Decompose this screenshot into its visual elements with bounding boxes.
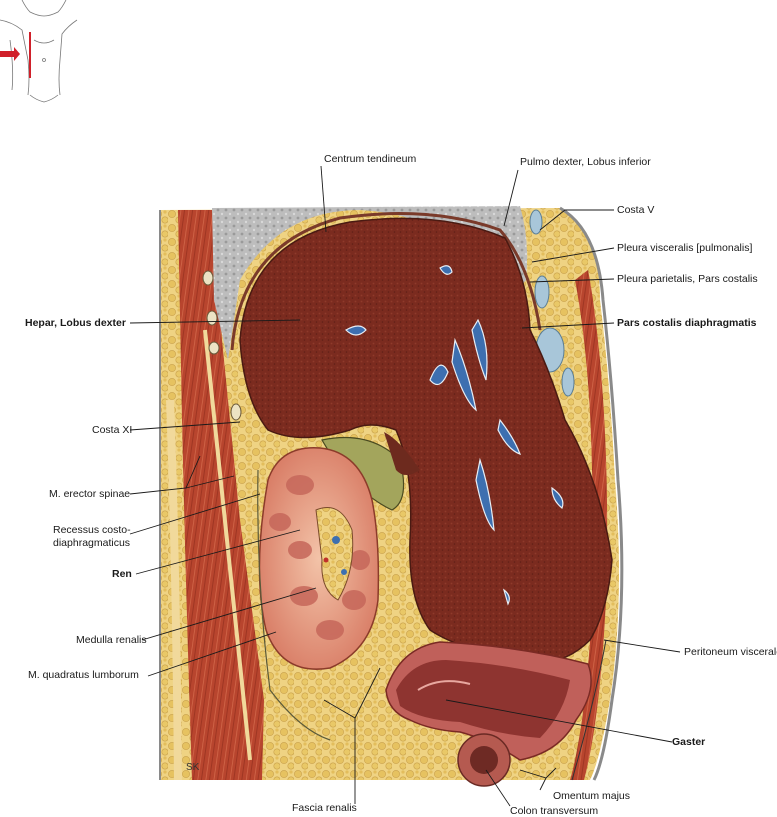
label-pleura-parietalis: Pleura parietalis, Pars costalis [617,273,758,285]
anterior-muscle [570,270,608,780]
label-ren: Ren [112,568,132,580]
label-costa-v: Costa V [617,204,655,216]
peritoneum-line [571,639,607,781]
label-gaster: Gaster [672,736,706,748]
label-fascia-renalis: Fascia renalis [292,802,357,814]
artist-signature: SK [186,762,200,773]
renal-vessels [323,536,347,575]
renal-sinus [315,507,354,601]
label-erector-spinae: M. erector spinae [49,488,131,500]
label-costa-xi: Costa XI [92,424,133,436]
orientation-body-icon [0,0,78,103]
lung-lower-lobe [212,206,528,360]
label-pleura-visceralis: Pleura visceralis [pulmonalis] [617,242,753,254]
label-recessus-line2: diaphragmaticus [53,537,131,549]
renal-medulla-pyramids [269,475,370,640]
view-arrow-icon [0,47,20,61]
label-quadratus-lumborum: M. quadratus lumborum [28,669,139,681]
renal-fascia [257,469,331,741]
leader-lines [129,165,681,807]
hepatic-vessels [345,265,564,606]
label-colon-transversum: Colon transversum [510,805,599,817]
kidney [258,447,380,670]
label-omentum-majus: Omentum majus [553,790,631,802]
label-peritoneum-viscerale: Peritoneum viscerale [684,646,777,658]
label-pars-costalis: Pars costalis diaphragmatis [617,317,757,329]
label-hepar: Hepar, Lobus dexter [25,317,126,329]
label-centrum-tendineum: Centrum tendineum [324,153,417,165]
label-medulla-renalis: Medulla renalis [76,634,147,646]
label-recessus-line1: Recessus costo- [53,524,131,536]
liver-right-lobe [239,217,613,664]
label-pulmo-dexter: Pulmo dexter, Lobus inferior [520,156,651,168]
diaphragm [230,212,542,351]
